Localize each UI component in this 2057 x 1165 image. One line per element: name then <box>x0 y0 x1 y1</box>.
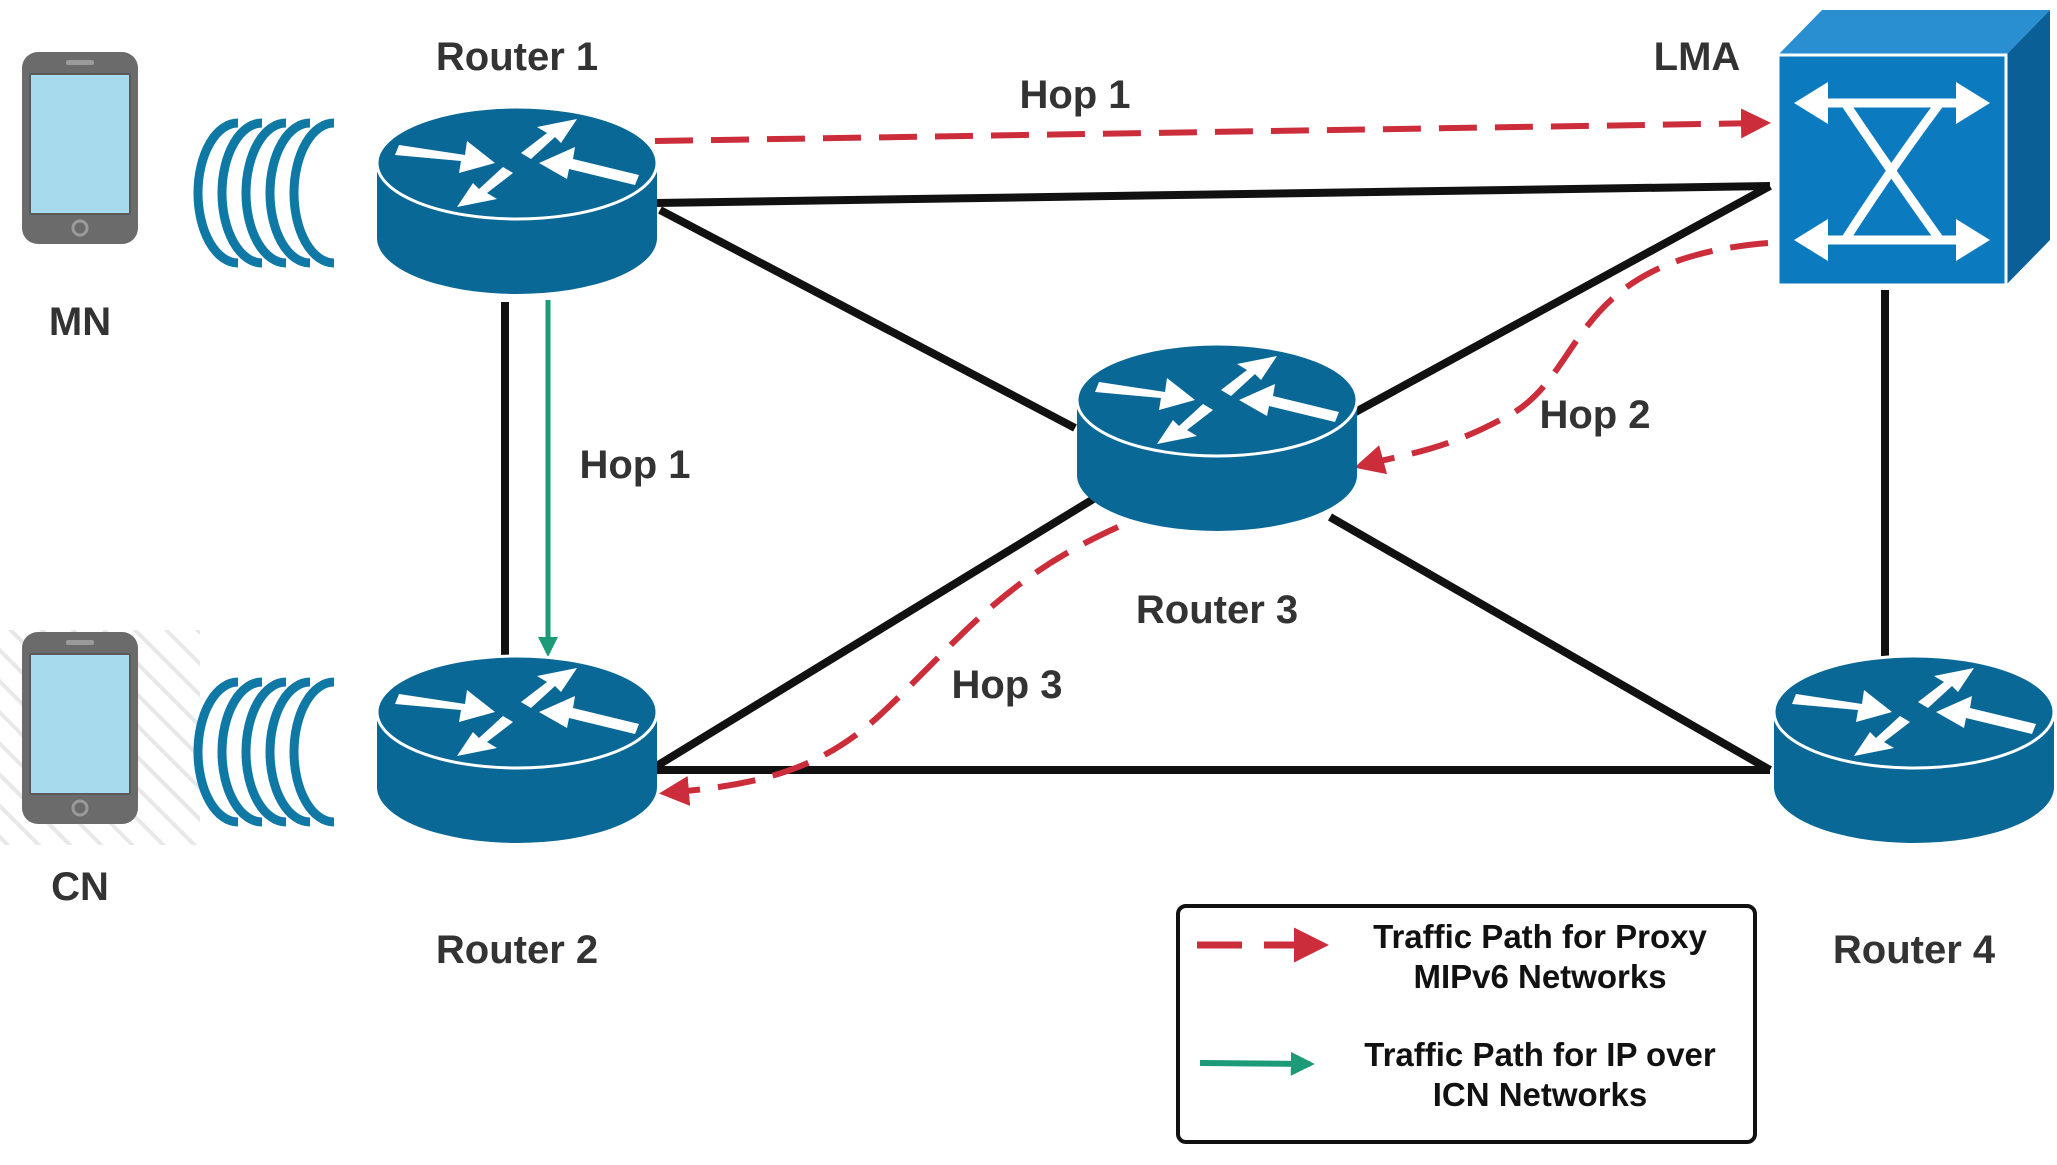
wireless-signal-icon <box>198 123 334 263</box>
legend: Traffic Path for Proxy MIPv6 Networks Tr… <box>1176 904 1757 1144</box>
router-4 <box>1772 654 2056 845</box>
hop-labels: Hop 1 Hop 1 Hop 2 Hop 3 <box>579 73 1650 707</box>
path-r1-lma <box>654 108 1771 144</box>
router-icon <box>1075 342 1359 533</box>
router-icon <box>1772 654 2056 845</box>
hop-label-r1-lma: Hop 1 <box>1019 73 1130 117</box>
wireless-signal-icon <box>198 682 334 822</box>
legend-box <box>1176 904 1757 1144</box>
hop-label-r3-r2: Hop 3 <box>951 663 1062 707</box>
link-r1-lma <box>654 182 1771 207</box>
label-lma: LMA <box>1654 35 1741 79</box>
node-labels: Router 1 Router 2 Router 3 Router 4 LMA … <box>49 35 1996 972</box>
legend-icn-swatch <box>1199 1051 1315 1076</box>
label-mn: MN <box>49 300 111 344</box>
link-r3-r2 <box>652 494 1098 771</box>
smartphone-icon <box>20 50 140 246</box>
label-router-1: Router 1 <box>436 35 598 79</box>
cn-device <box>0 630 200 845</box>
hop-label-lma-r3: Hop 2 <box>1539 393 1650 437</box>
mn-device <box>20 50 140 246</box>
links <box>501 182 1889 774</box>
link-r3-r4 <box>1328 513 1772 774</box>
legend-icn-label-line2: ICN Networks <box>1433 1076 1648 1113</box>
label-router-4: Router 4 <box>1833 928 1996 972</box>
router-2 <box>375 654 659 845</box>
smartphone-icon <box>20 630 140 826</box>
proxy-mipv6-paths <box>654 108 1771 806</box>
router-3 <box>1075 342 1359 533</box>
router-icon <box>375 654 659 845</box>
link-lma-r3 <box>1348 182 1772 419</box>
label-router-3: Router 3 <box>1136 588 1298 632</box>
link-r1-r3 <box>658 206 1077 432</box>
legend-proxy-label-line2: MIPv6 Networks <box>1413 958 1666 995</box>
switch-icon <box>1776 10 2050 287</box>
legend-icn-label-line1: Traffic Path for IP over <box>1364 1036 1716 1073</box>
legend-proxy-label-line1: Traffic Path for Proxy <box>1373 918 1707 955</box>
hop-label-r1-r2: Hop 1 <box>579 443 690 487</box>
router-1 <box>375 105 659 296</box>
lma-switch <box>1776 10 2050 287</box>
path-r3-r2 <box>659 524 1120 806</box>
label-router-2: Router 2 <box>436 928 598 972</box>
router-icon <box>375 105 659 296</box>
path-lma-r3 <box>1354 240 1769 475</box>
label-cn: CN <box>51 865 109 909</box>
